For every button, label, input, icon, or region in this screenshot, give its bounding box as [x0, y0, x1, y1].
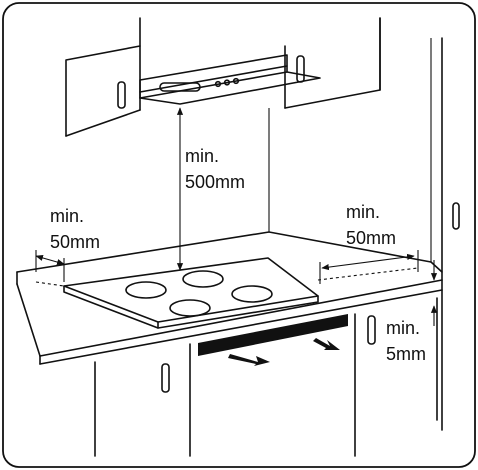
right-clearance-arrow: [321, 253, 415, 271]
dimension-lines: [35, 107, 438, 326]
range-hood: [139, 54, 321, 105]
airflow-arrow-icon: [313, 338, 340, 350]
right-clearance-label: min.: [346, 202, 380, 222]
burner-icon: [169, 299, 211, 317]
burner-icon: [182, 270, 224, 288]
left-clearance-arrow: [35, 254, 65, 266]
countertop: [16, 231, 443, 365]
hood-clearance-value: 500mm: [185, 172, 245, 192]
base-cabinets: [94, 297, 438, 457]
left-clearance-value: 50mm: [50, 232, 100, 252]
bottom-clearance-value: 5mm: [386, 344, 426, 364]
airflow-arrow-icon: [228, 354, 270, 366]
right-clearance-value: 50mm: [346, 228, 396, 248]
burner-icon: [125, 281, 167, 299]
burner-icon: [231, 285, 273, 303]
hood-clearance-label: min.: [185, 146, 219, 166]
upper-cabinets: [65, 17, 381, 137]
kitchen-wall: [268, 38, 432, 262]
ventilation-gap: [198, 314, 348, 356]
bottom-clearance-label: min.: [386, 318, 420, 338]
left-clearance-label: min.: [50, 206, 84, 226]
cooktop: [63, 257, 319, 329]
tall-side-cabinet: [441, 37, 460, 431]
